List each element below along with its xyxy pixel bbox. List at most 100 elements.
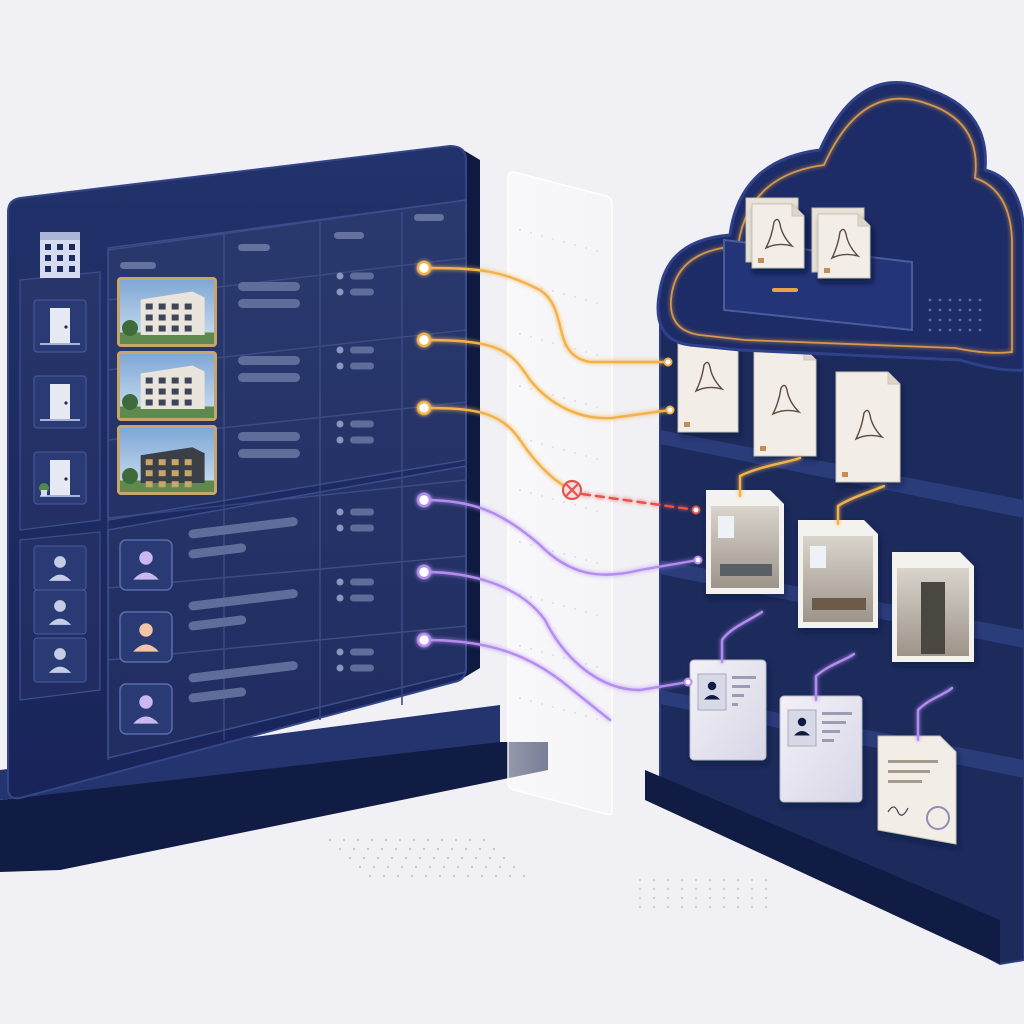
- floor-dot: [362, 856, 366, 860]
- building-photo: [117, 425, 217, 495]
- people-group: [107, 465, 467, 759]
- door-icon: [33, 375, 87, 429]
- cell-dot: [336, 420, 344, 428]
- glass-dot: [596, 250, 598, 252]
- panel-base-top: [0, 705, 500, 800]
- floor-dot: [666, 878, 670, 882]
- photo-window: [145, 303, 153, 310]
- building-window: [45, 266, 51, 272]
- glass-dot: [530, 336, 532, 338]
- cloud-dot: [978, 298, 982, 302]
- cell-placeholder: [350, 578, 374, 586]
- glass-dot: [552, 498, 554, 500]
- person-body: [794, 731, 810, 736]
- broken-link-marker-icon: [561, 479, 583, 501]
- person-icon: [48, 556, 72, 581]
- glass-dot: [552, 602, 554, 604]
- link-row-4: [422, 498, 700, 576]
- pdf-icon: [830, 228, 861, 260]
- door: [50, 384, 70, 420]
- building-icon: [40, 232, 80, 278]
- cloud-dot: [928, 318, 932, 322]
- paper-tag: [684, 422, 690, 427]
- door-knob: [64, 401, 68, 405]
- photo-tree: [122, 468, 138, 484]
- cell-dot: [336, 362, 344, 370]
- link-shelf-photo-card-1: [720, 610, 764, 664]
- glass-dot: [596, 562, 598, 564]
- floor-dot: [492, 847, 496, 851]
- glass-dot: [530, 596, 532, 598]
- glass-dot: [596, 406, 598, 408]
- glass-dot: [530, 388, 532, 390]
- drawer-handle: [772, 288, 798, 292]
- cell-placeholder: [350, 346, 374, 354]
- link-row-3-broken: [580, 492, 698, 512]
- link-shelf-photo-card-3: [916, 686, 954, 742]
- floor-dot: [432, 856, 436, 860]
- floor-dot: [482, 838, 486, 842]
- floor-dot: [436, 847, 440, 851]
- photo-window: [171, 459, 179, 466]
- cloud-dot: [968, 318, 972, 322]
- glass-dot: [596, 354, 598, 356]
- glass-dot: [585, 611, 587, 613]
- floor-dot: [680, 887, 684, 891]
- cell-dot: [336, 648, 344, 656]
- photo-window: [145, 399, 153, 406]
- photo-window: [145, 388, 153, 395]
- person-head: [139, 551, 153, 565]
- doc-text-line: [888, 770, 930, 773]
- glass-dot: [574, 348, 576, 350]
- cell-dot: [336, 436, 344, 444]
- storage-cabinet: [645, 288, 1024, 966]
- link-row-2: [422, 338, 672, 420]
- glass-dot: [519, 333, 521, 335]
- paper: [817, 213, 871, 279]
- glass-dot: [530, 232, 532, 234]
- person-head: [797, 717, 807, 727]
- door-knob: [64, 325, 68, 329]
- floor-dot: [666, 896, 670, 900]
- photo-tree: [122, 394, 138, 410]
- floor-dot: [680, 896, 684, 900]
- glass-dot: [530, 492, 532, 494]
- cell-dot: [336, 346, 344, 354]
- floor-dot: [352, 847, 356, 851]
- photo-window: [171, 303, 179, 310]
- floor-dot: [502, 856, 506, 860]
- glass-dot: [596, 510, 598, 512]
- cloud-dot: [928, 308, 932, 312]
- kitchen-photo: [798, 520, 878, 628]
- paper-fold: [887, 372, 900, 385]
- person-body: [48, 574, 72, 581]
- glass-dot: [552, 342, 554, 344]
- floor-dot: [708, 896, 712, 900]
- cell-placeholder: [350, 648, 374, 656]
- cloud-glow-outline: [670, 97, 1013, 354]
- person-body: [133, 716, 159, 724]
- glass-dot: [541, 235, 543, 237]
- cell-placeholder: [188, 589, 298, 611]
- floor-dot: [652, 887, 656, 891]
- link-endpoint: [416, 632, 432, 648]
- person-head: [139, 695, 153, 709]
- id-text-line: [732, 685, 750, 688]
- person-head: [54, 600, 66, 612]
- cell-placeholder: [188, 661, 298, 683]
- building-window: [45, 255, 51, 261]
- door-icon: [33, 299, 87, 353]
- glass-dot: [541, 339, 543, 341]
- building-window: [57, 244, 63, 250]
- person-icon: [48, 648, 72, 673]
- paper-fold: [857, 214, 870, 227]
- doc-text-line: [888, 780, 922, 783]
- link-endpoint: [416, 400, 432, 416]
- photo-grass: [120, 332, 214, 344]
- cloud-dot: [928, 298, 932, 302]
- glass-dot: [585, 351, 587, 353]
- cell-placeholder: [350, 420, 374, 428]
- cloud-dot: [958, 308, 962, 312]
- photo-window: [184, 481, 192, 488]
- photo-tree: [122, 320, 138, 336]
